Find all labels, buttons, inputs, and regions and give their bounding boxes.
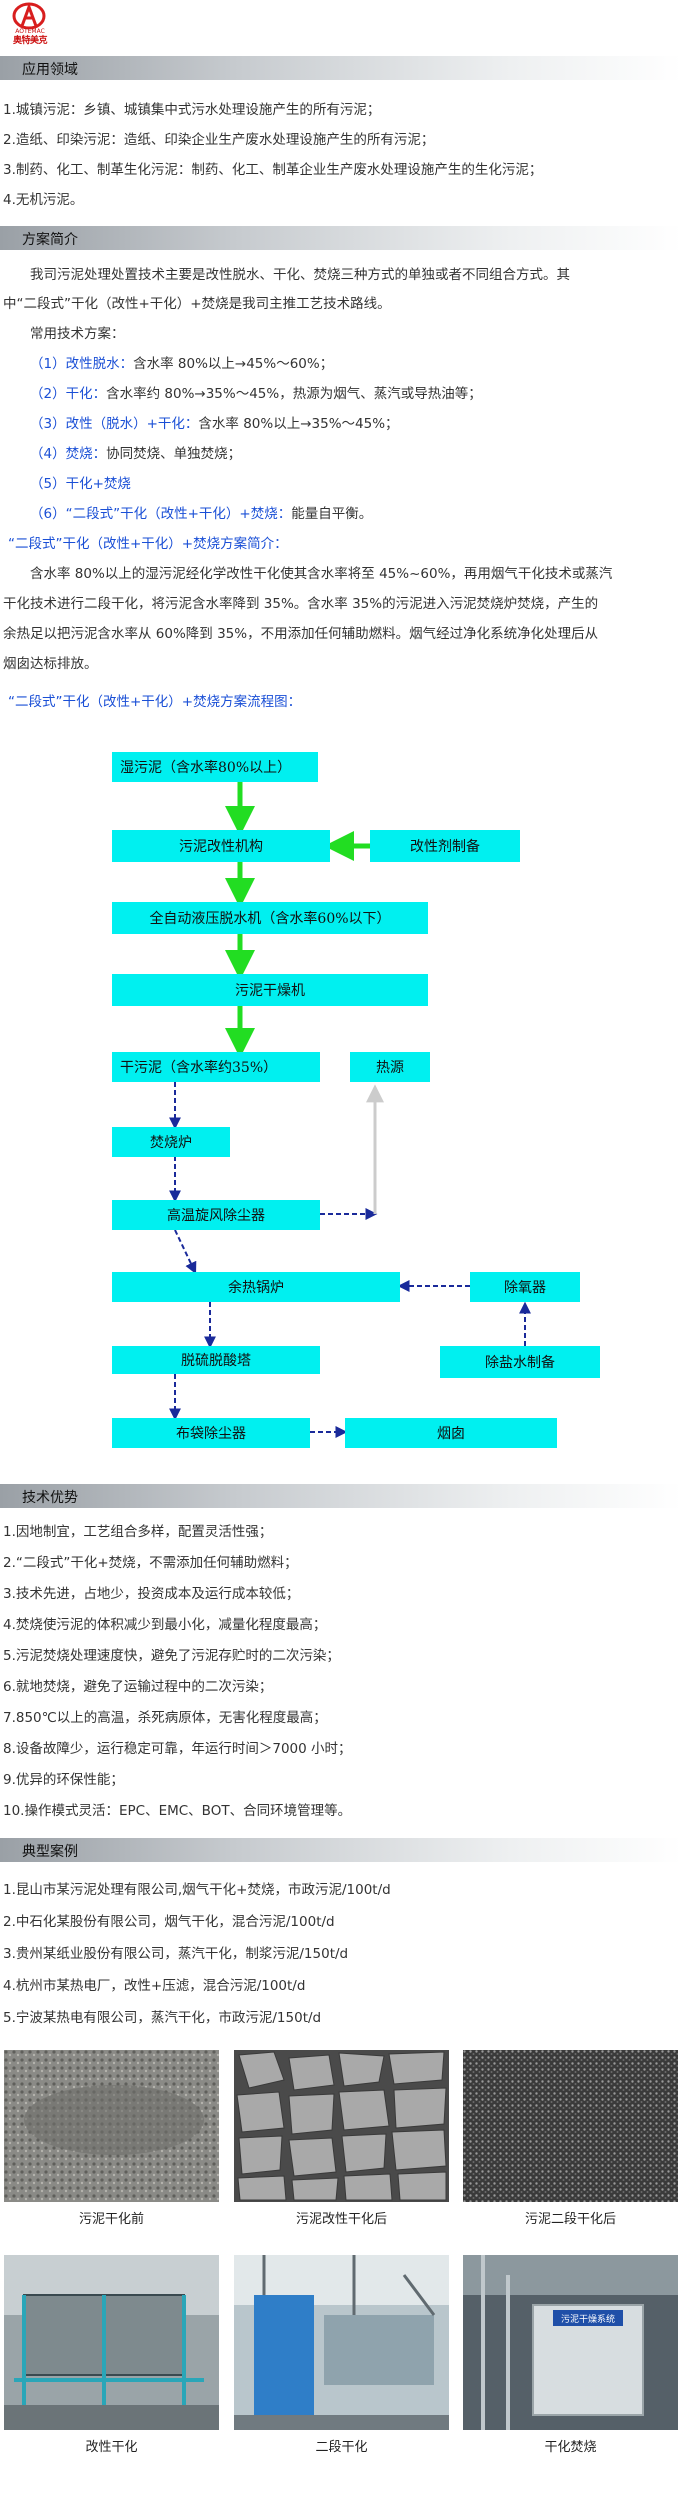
intro-line: 中“二段式”干化（改性+干化）+焚烧是我司主推工艺技术路线。: [3, 296, 391, 312]
flow-node-bag-filter: 布袋除尘器: [112, 1418, 310, 1448]
list-item: 4.杭州市某热电厂，改性+压滤，混合污泥/100t/d: [3, 1978, 306, 1994]
flow-node-dry-sludge: 干污泥（含水率约35%）: [112, 1052, 320, 1082]
list-item: 9.优异的环保性能；: [3, 1772, 124, 1788]
option-text: 协同焚烧、单独焚烧；: [106, 446, 242, 462]
list-item: 5.宁波某热电有限公司，蒸汽干化，市政污泥/150t/d: [3, 2010, 322, 2026]
option-text: 含水率约 80%→35%～45%，热源为烟气、蒸汽或导热油等；: [106, 386, 482, 402]
photo-drying-incineration-equipment: 污泥干燥系统: [463, 2255, 678, 2430]
photo-caption: 改性干化: [85, 2440, 138, 2455]
list-item: 1.因地制宜，工艺组合多样，配置灵活性强；: [3, 1524, 273, 1540]
flow-node-modifier: 污泥改性机构: [112, 830, 330, 862]
photo-caption: 干化焚烧: [544, 2440, 597, 2455]
flow-title: “二段式”干化（改性+干化）+焚烧方案流程图：: [8, 694, 302, 710]
option-item: （3）改性（脱水）+干化：含水率 80%以上→35%～45%；: [30, 412, 399, 432]
flow-node-chimney: 烟囱: [345, 1418, 557, 1448]
flow-node-incinerator: 焚烧炉: [112, 1127, 230, 1157]
logo-brand: 奥特美克: [12, 36, 48, 46]
option-label: （1）改性脱水：: [30, 356, 134, 372]
list-item: 2.造纸、印染污泥：造纸、印染企业生产废水处理设施产生的所有污泥；: [3, 132, 435, 148]
list-item: 2.中石化某股份有限公司，烟气干化，混合污泥/100t/d: [3, 1914, 335, 1930]
list-item: 1.昆山市某污泥处理有限公司,烟气干化+焚烧，市政污泥/100t/d: [3, 1882, 391, 1898]
flow-node-desulf: 脱硫脱酸塔: [112, 1346, 320, 1374]
logo-brand-en: AOTEMAC: [15, 28, 45, 35]
logo-mark-icon: [12, 2, 46, 30]
photo-caption: 污泥二段干化后: [524, 2212, 616, 2227]
section-title: 方案简介: [22, 232, 78, 248]
section-title: 典型案例: [22, 1844, 78, 1860]
option-item: （2）干化：含水率约 80%→35%～45%，热源为烟气、蒸汽或导热油等；: [30, 382, 482, 402]
photo-modified-drying-equipment: [4, 2255, 219, 2430]
intro-line: 我司污泥处理处置技术主要是改性脱水、干化、焚烧三种方式的单独或者不同组合方式。其: [30, 267, 570, 283]
list-item: 1.城镇污泥：乡镇、城镇集中式污水处理设施产生的所有污泥；: [3, 102, 381, 118]
photo-caption: 二段干化: [315, 2440, 368, 2455]
list-item: 3.贵州某纸业股份有限公司，蒸汽干化，制浆污泥/150t/d: [3, 1946, 349, 1962]
option-item: （6）“二段式”干化（改性+干化）+焚烧：能量自平衡。: [30, 502, 372, 522]
section-header-application: 应用领域: [0, 56, 682, 80]
flow-node-dryer: 污泥干燥机: [112, 974, 428, 1006]
section-header-advantages: 技术优势: [0, 1484, 682, 1508]
list-item: 6.就地焚烧，避免了运输过程中的二次污染；: [3, 1679, 273, 1695]
process-flow-diagram: 湿污泥（含水率80%以上） 污泥改性机构 改性剂制备 全自动液压脱水机（含水率6…: [0, 742, 682, 1472]
section-title: 应用领域: [22, 62, 78, 78]
option-text: 能量自平衡。: [291, 506, 373, 522]
flow-node-boiler: 余热锅炉: [112, 1272, 400, 1302]
section-header-scheme: 方案简介: [0, 226, 682, 250]
option-label: （6）“二段式”干化（改性+干化）+焚烧：: [30, 506, 292, 522]
option-item: （5）干化+焚烧: [30, 472, 131, 492]
list-item: 8.设备故障少，运行稳定可靠，年运行时间＞7000 小时；: [3, 1741, 352, 1757]
equipment-sign: 污泥干燥系统: [561, 2313, 615, 2325]
two-stage-title: “二段式”干化（改性+干化）+焚烧方案简介：: [8, 536, 288, 552]
section-title: 技术优势: [22, 1490, 78, 1506]
option-label: （5）干化+焚烧: [30, 476, 131, 492]
list-item: 4.焚烧使污泥的体积减少到最小化，减量化程度最高；: [3, 1617, 327, 1633]
option-label: （2）干化：: [30, 386, 107, 402]
arrow-cyclone-to-boiler: [174, 1229, 197, 1275]
photo-sludge-after-two-stage-drying: [463, 2050, 678, 2202]
list-item: 7.850℃以上的高温，杀死病原体，无害化程度最高；: [3, 1710, 327, 1726]
flow-node-desalt: 除盐水制备: [440, 1346, 600, 1378]
photo-sludge-before-drying: [4, 2050, 219, 2202]
list-item: 5.污泥焚烧处理速度快，避免了污泥存贮时的二次污染；: [3, 1648, 340, 1664]
photo-sludge-after-modified-drying: [234, 2050, 449, 2202]
photo-caption: 污泥干化前: [78, 2212, 144, 2227]
section-header-cases: 典型案例: [0, 1838, 682, 1862]
two-stage-line: 余热足以把污泥含水率从 60%降到 35%，不用添加任何辅助燃料。烟气经过净化系…: [3, 626, 599, 642]
option-item: （1）改性脱水：含水率 80%以上→45%～60%；: [30, 352, 333, 372]
photo-caption: 污泥改性干化后: [295, 2212, 387, 2227]
flow-arrows: [169, 782, 531, 1438]
flow-node-agent: 改性剂制备: [370, 830, 520, 862]
list-item: 4.无机污泥。: [3, 192, 84, 208]
flow-node-press: 全自动液压脱水机（含水率60%以下）: [112, 902, 428, 934]
option-text: 含水率 80%以上→35%～45%；: [198, 416, 399, 432]
flow-node-deoxygenator: 除氧器: [470, 1272, 580, 1302]
list-item: 3.制药、化工、制革生化污泥：制药、化工、制革企业生产废水处理设施产生的生化污泥…: [3, 162, 543, 178]
two-stage-line: 干化技术进行二段干化，将污泥含水率降到 35%。含水率 35%的污泥进入污泥焚烧…: [3, 596, 599, 612]
list-item: 3.技术先进，占地少，投资成本及运行成本较低；: [3, 1586, 300, 1602]
option-label: （4）焚烧：: [30, 446, 107, 462]
photo-two-stage-drying-equipment: [234, 2255, 449, 2430]
list-item: 10.操作模式灵活：EPC、EMC、BOT、合同环境管理等。: [3, 1803, 352, 1819]
two-stage-line: 含水率 80%以上的湿污泥经化学改性干化使其含水率将至 45%~60%，再用烟气…: [30, 566, 613, 582]
flow-node-heat: 热源: [350, 1052, 430, 1082]
company-logo: AOTEMAC 奥特美克: [4, 2, 56, 48]
list-item: 2.“二段式”干化+焚烧，不需添加任何辅助燃料；: [3, 1555, 298, 1571]
two-stage-line: 烟囱达标排放。: [3, 656, 98, 672]
flow-node-wet-sludge: 湿污泥（含水率80%以上）: [112, 752, 318, 782]
option-label: （3）改性（脱水）+干化：: [30, 416, 199, 432]
flow-node-cyclone: 高温旋风除尘器: [112, 1200, 320, 1230]
option-text: 含水率 80%以上→45%～60%；: [133, 356, 334, 372]
common-label: 常用技术方案：: [30, 326, 125, 342]
option-item: （4）焚烧：协同焚烧、单独焚烧；: [30, 442, 241, 462]
